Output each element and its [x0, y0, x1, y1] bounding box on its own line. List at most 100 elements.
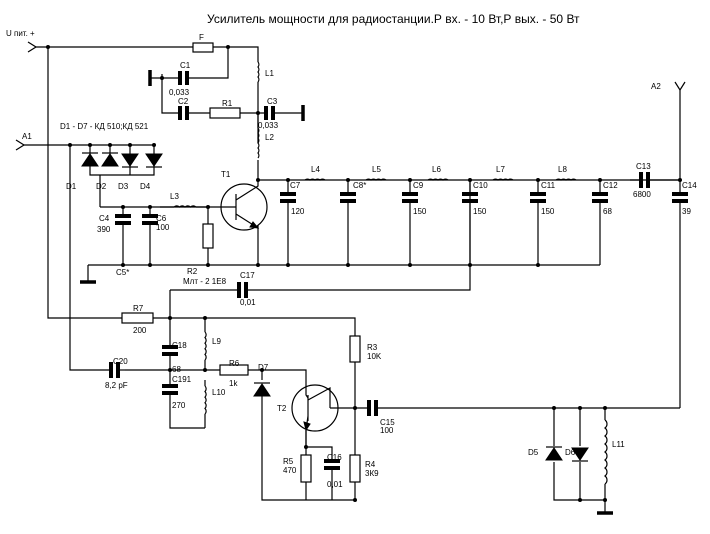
svg-text:68: 68 [603, 207, 612, 216]
svg-text:C7: C7 [290, 181, 301, 190]
svg-text:L5: L5 [372, 165, 381, 174]
transistor-t2 [291, 384, 339, 432]
svg-text:D2: D2 [96, 182, 107, 191]
capacitor-c12 [592, 192, 608, 203]
svg-text:R3: R3 [367, 343, 378, 352]
svg-text:L10: L10 [212, 388, 226, 397]
svg-text:100: 100 [380, 426, 394, 435]
svg-text:R4: R4 [365, 460, 376, 469]
svg-text:D7: D7 [258, 363, 269, 372]
svg-text:C191: C191 [172, 375, 192, 384]
svg-text:39: 39 [682, 207, 691, 216]
svg-text:68: 68 [172, 365, 181, 374]
diodes [81, 152, 589, 462]
resistor-r7 [121, 312, 154, 324]
resistor-r2 [202, 223, 214, 249]
svg-text:C12: C12 [603, 181, 618, 190]
fuse-f [192, 42, 214, 53]
svg-text:C17: C17 [240, 271, 255, 280]
svg-text:150: 150 [541, 207, 555, 216]
svg-text:0,01: 0,01 [327, 480, 343, 489]
svg-text:10K: 10K [367, 352, 382, 361]
svg-text:150: 150 [473, 207, 487, 216]
capacitor-c1 [178, 71, 189, 85]
svg-text:F: F [199, 33, 204, 42]
inductor-l10 [204, 385, 207, 415]
svg-text:C4: C4 [99, 214, 110, 223]
svg-text:D1: D1 [66, 182, 77, 191]
capacitors [109, 71, 688, 470]
svg-text:L6: L6 [432, 165, 441, 174]
svg-text:R1: R1 [222, 99, 233, 108]
label-u-supply: U пит. + [6, 29, 35, 38]
capacitor-c11 [530, 192, 546, 203]
inductor-l6 [427, 178, 449, 181]
svg-text:T2: T2 [277, 404, 287, 413]
svg-text:D6: D6 [565, 448, 576, 457]
diode-d6 [571, 447, 589, 461]
svg-text:L4: L4 [311, 165, 320, 174]
svg-text:1k: 1k [229, 379, 238, 388]
capacitor-c10 [462, 192, 478, 203]
inductor-l7 [492, 178, 514, 181]
transistor-t2-body [291, 384, 339, 432]
inductors [173, 61, 608, 485]
svg-text:R5: R5 [283, 457, 294, 466]
svg-text:3К9: 3К9 [365, 469, 379, 478]
capacitor-c3 [264, 106, 275, 120]
resistor-r6 [219, 364, 249, 376]
capacitor-c15 [367, 400, 378, 416]
inductor-l9 [204, 331, 207, 361]
resistors [121, 107, 361, 483]
svg-text:C11: C11 [541, 181, 556, 190]
inductor-l5 [365, 178, 387, 181]
svg-text:L3: L3 [170, 192, 179, 201]
wires [24, 46, 681, 512]
capacitor-c14 [672, 192, 688, 203]
svg-text:C13: C13 [636, 162, 651, 171]
svg-text:120: 120 [291, 207, 305, 216]
svg-text:T1: T1 [221, 170, 231, 179]
diode-d2 [101, 153, 119, 167]
capacitor-c9 [402, 192, 418, 203]
inductor-l11 [604, 419, 608, 485]
svg-text:C1: C1 [180, 61, 191, 70]
svg-text:C2: C2 [178, 97, 189, 106]
inductor-l2 [257, 113, 260, 159]
label-a1: A1 [22, 132, 32, 141]
svg-text:C18: C18 [172, 341, 187, 350]
capacitor-c17 [237, 282, 248, 298]
svg-text:270: 270 [172, 401, 186, 410]
labels: Усилитель мощности для радиостанции.Р вх… [6, 12, 697, 489]
svg-text:L2: L2 [265, 133, 274, 142]
input-terminal-icon [15, 139, 26, 151]
capacitor-c6 [142, 214, 158, 225]
svg-text:D3: D3 [118, 182, 129, 191]
capacitor-c2 [178, 106, 189, 120]
diode-d7 [253, 383, 271, 397]
svg-text:C5*: C5* [116, 268, 129, 277]
inductor-l4 [304, 178, 326, 181]
svg-text:C9: C9 [413, 181, 424, 190]
svg-text:390: 390 [97, 225, 111, 234]
svg-text:C3: C3 [267, 97, 278, 106]
svg-text:D5: D5 [528, 448, 539, 457]
diagram-title: Усилитель мощности для радиостанции.Р вх… [207, 12, 580, 26]
svg-text:L1: L1 [265, 69, 274, 78]
capacitor-c16 [324, 459, 340, 470]
capacitor-c13 [639, 172, 650, 188]
svg-text:R2: R2 [187, 267, 198, 276]
diode-d4 [145, 153, 163, 167]
svg-text:Млт - 2 1E8: Млт - 2 1E8 [183, 277, 227, 286]
svg-text:C8*: C8* [353, 181, 366, 190]
capacitor-c4 [115, 214, 131, 225]
supply-terminal-icon [27, 41, 38, 53]
transistor-t1-body [220, 183, 268, 231]
label-a2: A2 [651, 82, 661, 91]
capacitor-c18 [162, 345, 178, 356]
svg-text:8,2 pF: 8,2 pF [105, 381, 128, 390]
diode-d5 [545, 447, 563, 461]
svg-text:0,033: 0,033 [258, 121, 279, 130]
svg-text:C16: C16 [327, 453, 342, 462]
